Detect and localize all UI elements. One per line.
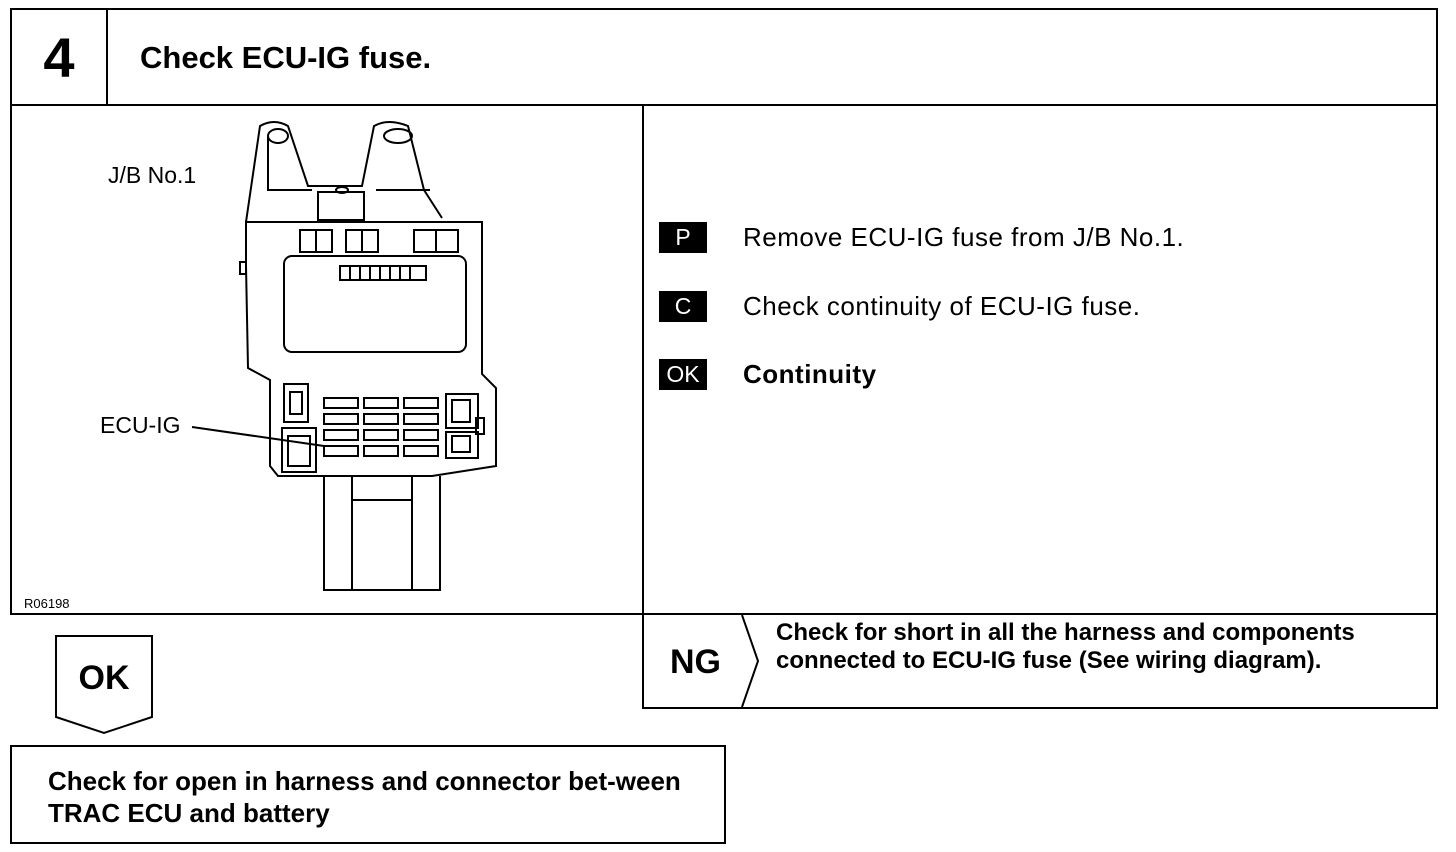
ng-chevron [741,615,760,707]
next-step-text: Check for open in harness and connector … [48,766,681,828]
column-divider [642,106,644,615]
figure-id: R06198 [24,596,70,611]
step-title: Check ECU-IG fuse. [140,40,432,75]
fuse-label: ECU-IG [100,412,181,438]
procedure-row-prepare: P Remove ECU-IG fuse from J/B No.1. [659,222,1184,253]
procedure-text-ok: Continuity [743,359,877,389]
ok-arrow-shape [55,635,153,735]
procedure-row-ok: OK Continuity [659,359,876,390]
ok-arrow: OK [55,635,155,740]
next-step-box: Check for open in harness and connector … [10,745,726,844]
procedure-row-check: C Check continuity of ECU-IG fuse. [659,291,1140,322]
step-header: 4 Check ECU-IG fuse. [10,8,1438,106]
step-body: J/B No.1 ECU-IG R06198 P Remove ECU-IG f… [10,104,1438,615]
ecuig-leader-line [191,426,325,447]
junction-block-drawing [191,121,497,591]
badge-check: C [659,291,707,322]
ng-label: NG [670,643,721,681]
ng-action-text: Check for short in all the harness and c… [776,619,1355,674]
badge-prepare: P [659,222,707,253]
junction-block-diagram: J/B No.1 ECU-IG R06198 [12,106,642,615]
badge-ok: OK [659,359,707,390]
step-number: 4 [12,10,108,104]
junction-block-label: J/B No.1 [108,162,197,188]
ng-result-box: NG Check for short in all the harness an… [642,613,1438,709]
procedure-text-prepare: Remove ECU-IG fuse from J/B No.1. [743,222,1185,252]
ok-label: OK [78,659,130,697]
procedure-text-check: Check continuity of ECU-IG fuse. [743,291,1141,321]
